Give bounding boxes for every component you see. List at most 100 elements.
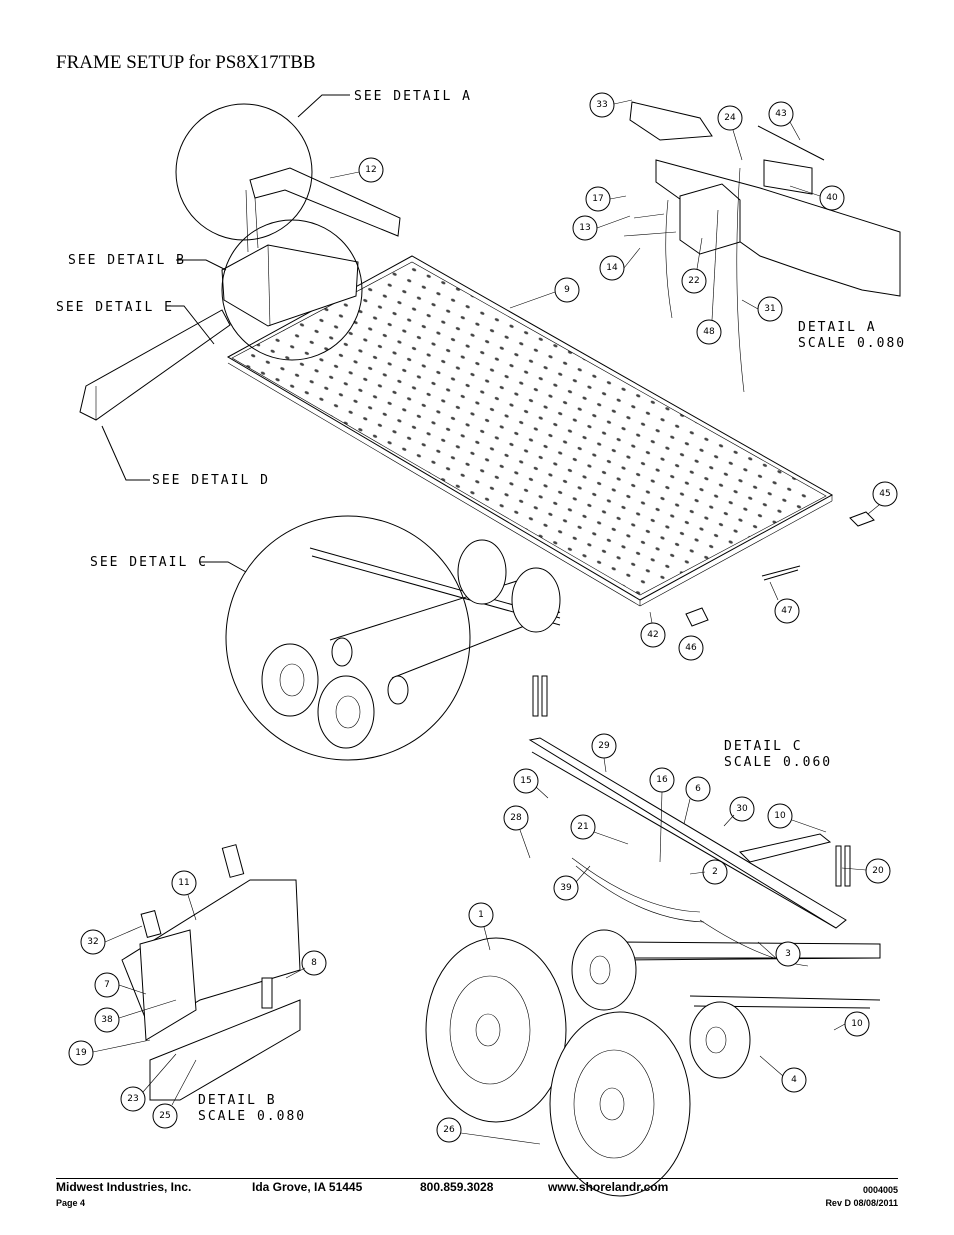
item-balloon: 29 [591,733,617,759]
item-balloon: 33 [589,92,615,118]
item-balloon: 10 [844,1011,870,1037]
item-balloon: 28 [503,805,529,831]
small-parts [685,511,875,627]
leader-detail-c [200,561,247,573]
item-balloon: 26 [436,1117,462,1143]
svg-text:46: 46 [685,643,697,653]
item-balloon: 3 [775,941,801,967]
item-balloon: 8 [301,950,327,976]
svg-text:38: 38 [101,1015,113,1025]
svg-text:23: 23 [127,1094,138,1104]
detail-c-scale: SCALE 0.060 [724,755,832,770]
see-detail-a-label: SEE DETAIL A [354,89,472,104]
side-rail [79,309,231,421]
svg-text:20: 20 [872,866,884,876]
item-balloon: 23 [120,1086,146,1112]
item-balloon: 31 [757,296,783,322]
item-balloon: 39 [553,875,579,901]
item-balloon: 20 [865,858,891,884]
svg-text:6: 6 [695,784,701,794]
item-balloon: 48 [696,319,722,345]
page-title: FRAME SETUP for PS8X17TBB [56,52,316,73]
svg-text:3: 3 [785,949,791,959]
detail-b-drawing [121,844,301,1101]
detail-c-circle [225,515,471,761]
item-balloon: 17 [585,186,611,212]
see-detail-d-label: SEE DETAIL D [152,473,270,488]
svg-text:17: 17 [592,194,603,204]
item-balloon: 24 [717,105,743,131]
footer-page: Page 4 [56,1198,86,1208]
item-balloon: 2 [702,859,728,885]
footer-company: Midwest Industries, Inc. [56,1180,192,1194]
svg-text:12: 12 [365,165,376,175]
item-balloon: 4 [781,1067,807,1093]
item-balloon: 11 [171,870,197,896]
detail-b-circle [221,219,363,361]
footer-rule [56,1178,898,1179]
item-balloon: 10 [767,803,793,829]
svg-text:9: 9 [564,285,570,295]
balloon-leaders [92,99,880,1145]
see-detail-e-label: SEE DETAIL E [56,300,174,315]
svg-text:28: 28 [510,813,522,823]
svg-text:42: 42 [647,630,658,640]
item-balloon: 7 [94,972,120,998]
svg-text:11: 11 [178,878,189,888]
item-balloon: 15 [513,768,539,794]
svg-text:29: 29 [598,741,610,751]
item-balloon: 43 [768,101,794,127]
item-balloon: 38 [94,1007,120,1033]
trailer-deck [226,255,834,607]
detail-a-scale: SCALE 0.080 [798,336,906,351]
item-balloon: 45 [872,481,898,507]
tongue-assembly [221,167,401,327]
item-balloon: 21 [570,814,596,840]
leader-detail-e [166,305,215,345]
item-balloon: 16 [649,767,675,793]
item-balloon: 12 [358,157,384,183]
leader-detail-b [176,259,227,271]
svg-text:48: 48 [703,327,715,337]
detail-c-title: DETAIL C [724,739,803,754]
svg-text:22: 22 [688,276,699,286]
item-balloon: 40 [819,185,845,211]
svg-text:40: 40 [826,193,838,203]
svg-text:14: 14 [606,263,618,273]
leader-detail-d [101,425,150,481]
svg-text:31: 31 [764,304,775,314]
item-balloon: 30 [729,796,755,822]
item-balloon: 14 [599,255,625,281]
svg-text:7: 7 [104,980,110,990]
item-balloon: 9 [554,277,580,303]
svg-text:10: 10 [774,811,786,821]
axle-assembly-small [261,539,561,749]
detail-a-drawing [623,101,901,393]
svg-text:2: 2 [712,867,718,877]
svg-text:13: 13 [579,223,590,233]
svg-text:30: 30 [736,804,748,814]
leader-detail-a [297,94,350,118]
item-balloon: 46 [678,635,704,661]
detail-a-circle [175,103,313,241]
item-balloon: 25 [152,1103,178,1129]
svg-text:8: 8 [311,958,317,968]
item-balloon: 42 [640,622,666,648]
svg-text:32: 32 [87,937,98,947]
svg-text:1: 1 [478,910,484,920]
item-balloon: 32 [80,929,106,955]
footer-city: Ida Grove, IA 51445 [252,1180,363,1194]
svg-text:10: 10 [851,1019,863,1029]
detail-c-drawing [425,675,881,1197]
svg-text:15: 15 [520,776,531,786]
footer-phone: 800.859.3028 [420,1180,494,1194]
see-detail-c-label: SEE DETAIL C [90,555,208,570]
svg-text:43: 43 [775,109,786,119]
svg-text:25: 25 [159,1111,170,1121]
detail-b-scale: SCALE 0.080 [198,1109,306,1124]
item-balloon: 22 [681,268,707,294]
svg-text:21: 21 [577,822,588,832]
footer-doc-number: 0004005 [862,1185,898,1195]
svg-text:16: 16 [656,775,668,785]
